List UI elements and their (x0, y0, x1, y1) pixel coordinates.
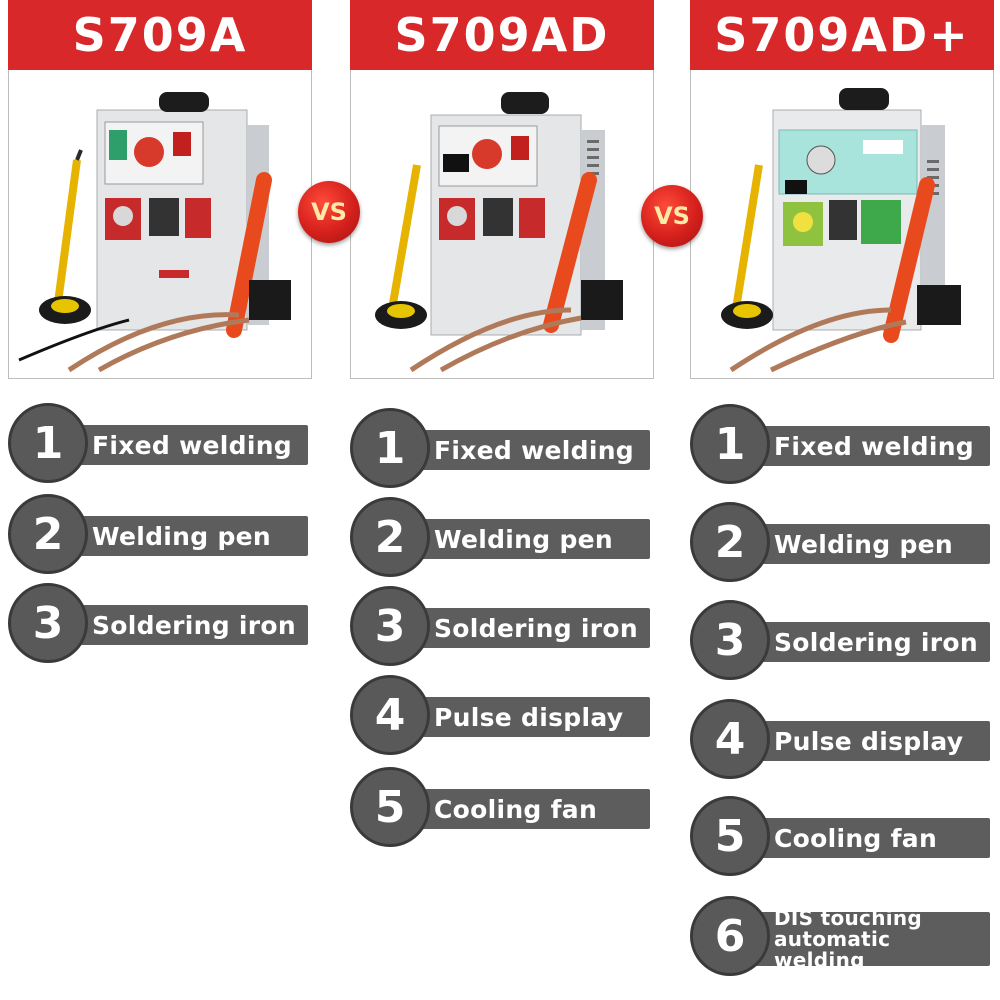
feature-label: Fixed welding (434, 435, 635, 465)
feature-number-badge: 4 (690, 699, 770, 779)
feature-label: Pulse display (774, 726, 964, 756)
feature-label: Welding pen (434, 524, 614, 554)
spot-welder-illustration (721, 88, 961, 373)
feature-label: Welding pen (774, 529, 954, 559)
feature-bar (386, 430, 650, 470)
feature-number-badge: 3 (8, 583, 88, 663)
feature-bar (386, 789, 650, 829)
feature-item: 4 Pulse display (350, 675, 650, 759)
feature-bar (726, 426, 990, 466)
feature-number-badge: 3 (350, 586, 430, 666)
feature-bar (726, 721, 990, 761)
feature-label: Soldering iron (92, 610, 296, 640)
feature-label: Fixed welding (92, 430, 293, 460)
spot-welder-illustration (18, 92, 291, 373)
feature-number-badge: 3 (690, 600, 770, 680)
feature-number-badge: 5 (690, 796, 770, 876)
feature-item: 2 Welding pen (350, 497, 650, 581)
feature-item: 2 Welding pen (8, 494, 308, 578)
feature-number-badge: 6 (690, 896, 770, 976)
vs-badge: VS (641, 185, 703, 247)
model-banner: S709AD (350, 0, 654, 70)
feature-label: Pulse display (434, 702, 624, 732)
feature-bar (44, 425, 308, 465)
feature-number-badge: 5 (350, 767, 430, 847)
feature-label: Fixed welding (774, 431, 975, 461)
model-banner: S709AD+ (690, 0, 994, 70)
feature-item: 3 Soldering iron (350, 586, 650, 670)
product-photo (350, 70, 654, 379)
feature-bar (44, 605, 308, 645)
feature-number-badge: 1 (690, 404, 770, 484)
feature-item: 1 Fixed welding (350, 408, 650, 492)
spot-welder-illustration (375, 92, 623, 373)
feature-label: Soldering iron (434, 613, 638, 643)
product-photo (690, 70, 994, 379)
feature-bar (726, 818, 990, 858)
feature-number-badge: 1 (8, 403, 88, 483)
vs-badge: VS (298, 181, 360, 243)
feature-bar (726, 912, 990, 966)
feature-bar (386, 697, 650, 737)
model-banner: S709A (8, 0, 312, 70)
feature-bar (44, 516, 308, 556)
feature-item: 4 Pulse display (690, 699, 990, 783)
feature-number-badge: 4 (350, 675, 430, 755)
feature-label: DIS touching automatic welding (774, 905, 923, 972)
feature-item: 1 Fixed welding (8, 403, 308, 487)
feature-item: 3 Soldering iron (690, 600, 990, 684)
feature-label: Cooling fan (774, 823, 938, 853)
feature-number-badge: 2 (8, 494, 88, 574)
feature-label: Soldering iron (774, 627, 978, 657)
feature-label: Welding pen (92, 521, 272, 551)
feature-item: 3 Soldering iron (8, 583, 308, 667)
feature-number-badge: 2 (690, 502, 770, 582)
feature-item: 5 Cooling fan (350, 767, 650, 851)
feature-bar (386, 608, 650, 648)
feature-label: Cooling fan (434, 794, 598, 824)
feature-item: 2 Welding pen (690, 502, 990, 586)
feature-number-badge: 2 (350, 497, 430, 577)
feature-bar (726, 524, 990, 564)
feature-bar (386, 519, 650, 559)
feature-number-badge: 1 (350, 408, 430, 488)
product-photo (8, 70, 312, 379)
feature-item: 1 Fixed welding (690, 404, 990, 488)
feature-item: 6 DIS touching automatic welding (690, 896, 990, 980)
feature-item: 5 Cooling fan (690, 796, 990, 880)
feature-bar (726, 622, 990, 662)
